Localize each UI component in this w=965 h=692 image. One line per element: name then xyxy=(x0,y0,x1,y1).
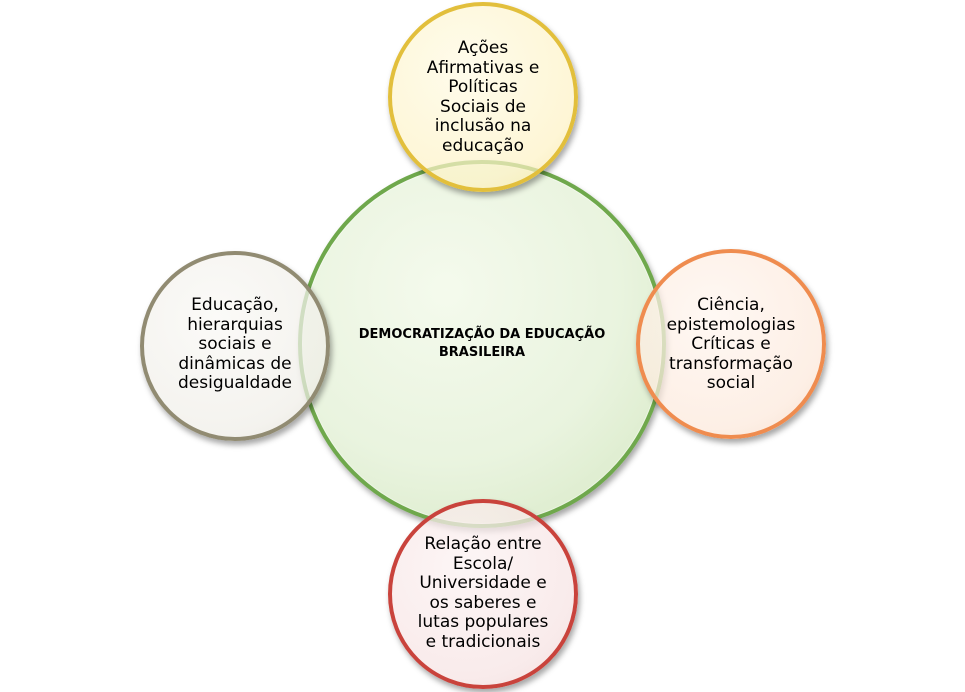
right-label-line: Críticas e xyxy=(691,334,771,354)
left-label-line: dinâmicas de xyxy=(178,353,292,374)
right-label-line: epistemologias xyxy=(666,314,796,335)
central-label: DEMOCRATIZAÇÃO DA EDUCAÇÃO BRASILEIRA xyxy=(330,326,634,362)
top-label-line: Sociais de xyxy=(440,96,526,117)
right-circle xyxy=(636,249,826,439)
top-label-line: educação xyxy=(442,135,524,156)
top-circle xyxy=(388,2,578,192)
top-label-line: Políticas xyxy=(448,77,518,97)
central-circle xyxy=(298,160,666,528)
right-label-line: social xyxy=(706,373,756,393)
top-label-line: Afirmativas e xyxy=(426,57,540,78)
bottom-circle xyxy=(388,499,578,689)
left-circle xyxy=(140,251,330,441)
bottom-label-line: e tradicionais xyxy=(425,631,541,652)
top-label-line: inclusão na xyxy=(434,116,532,136)
bottom-label: Relação entre Escola/ Universidade e os … xyxy=(403,534,563,652)
left-label-line: hierarquias xyxy=(187,314,283,335)
left-label: Educação, hierarquias sociais e dinâmica… xyxy=(160,295,310,394)
top-label: Ações Afirmativas e Políticas Sociais de… xyxy=(403,38,563,156)
left-label-line: Educação, xyxy=(191,295,279,315)
right-label: Ciência, epistemologias Críticas e trans… xyxy=(651,295,811,394)
left-label-line: desigualdade xyxy=(178,373,292,393)
bottom-label-line: Relação entre xyxy=(424,534,542,554)
bottom-label-line: lutas populares xyxy=(417,612,549,632)
bottom-label-line: Universidade e xyxy=(419,573,547,593)
central-label-line: DEMOCRATIZAÇÃO DA EDUCAÇÃO xyxy=(358,327,606,342)
top-label-line: Ações xyxy=(457,38,509,58)
bottom-label-line: os saberes e xyxy=(429,592,537,613)
left-label-line: sociais e xyxy=(198,334,272,354)
central-label-line: BRASILEIRA xyxy=(438,345,526,360)
bottom-label-line: Escola/ xyxy=(452,553,514,574)
right-label-line: transformação xyxy=(669,353,793,374)
right-label-line: Ciência, xyxy=(697,295,765,315)
